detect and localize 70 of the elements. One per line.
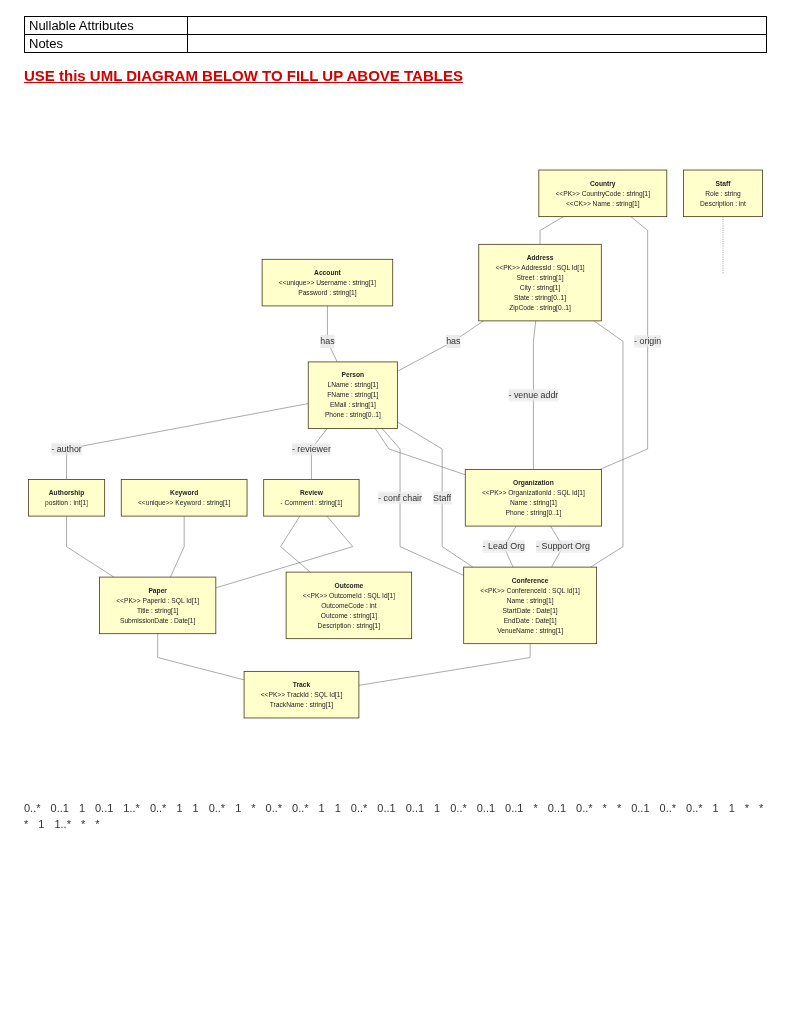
connector — [311, 428, 328, 480]
connector — [66, 403, 309, 480]
multiplicity-label: 1 — [334, 802, 341, 814]
multiplicity-label: 0..* — [265, 802, 283, 814]
connector — [397, 421, 474, 568]
edge-label: Staff — [433, 492, 452, 503]
edge-label: - Lead Org — [482, 541, 526, 552]
multiplicity-label: 1 — [38, 818, 45, 830]
edge-label: - Support Org — [536, 541, 590, 552]
multiplicity-label: 0..* — [208, 802, 226, 814]
multiplicity-label: 1 — [712, 802, 719, 814]
multiplicity-label: 1 — [318, 802, 325, 814]
edge-label: - venue addr — [508, 390, 559, 400]
connector — [170, 515, 185, 578]
edge-label: has — [320, 336, 335, 346]
edge-label: - origin — [634, 336, 662, 346]
connector — [539, 216, 564, 245]
multiplicity-label: 1..* — [123, 802, 140, 814]
multiplicity-label: 0..1 — [377, 802, 396, 814]
multiplicity-label: * — [24, 818, 29, 830]
multiplicity-label: 1 — [235, 802, 242, 814]
multiplicity-label: 1..* — [54, 818, 71, 830]
connector — [533, 320, 536, 470]
multiplicity-label: * — [744, 802, 750, 814]
connector — [397, 320, 484, 372]
multiplicity-label: 1 — [192, 802, 199, 814]
multiplicity-label: 0..* — [149, 802, 167, 814]
multiplicity-label: 0..1 — [405, 802, 425, 814]
connector — [590, 320, 624, 568]
multiplicity-label: 0..* — [576, 802, 593, 814]
edge-label: - reviewer — [291, 444, 331, 454]
multiplicity-label: 0..* — [450, 802, 467, 814]
multiplicity-label: * — [80, 818, 86, 830]
connector — [157, 633, 245, 681]
edge-label: - conf chair — [378, 492, 423, 503]
multiplicity-label: 1 — [434, 802, 441, 814]
connector — [381, 428, 464, 576]
connector — [66, 515, 115, 578]
connector — [374, 428, 466, 476]
multiplicity-label: 0..1 — [631, 802, 650, 814]
table-cell: Notes — [24, 34, 188, 53]
multiplicity-label: * — [95, 818, 100, 830]
connector — [280, 515, 311, 573]
multiplicity-label: * — [251, 802, 256, 814]
multiplicity-label: * — [533, 802, 538, 814]
multiplicity-label: 0..* — [686, 802, 703, 814]
connector — [722, 216, 724, 275]
multiplicity-label: 1 — [728, 802, 735, 814]
multiplicity-label: 0..1 — [505, 802, 524, 814]
multiplicity-label: * — [759, 802, 764, 814]
table-cell: Nullable Attributes — [24, 16, 188, 35]
edge-label: has — [446, 336, 461, 346]
multiplicity-label: 0..* — [24, 802, 41, 814]
multiplicity-label: * — [602, 802, 607, 814]
multiplicity-label: 0..1 — [547, 802, 567, 814]
heading: USE this UML DIAGRAM BELOW TO FILL UP ABOVE TABLES — [24, 67, 464, 84]
connector — [599, 216, 648, 470]
edge-label: - author — [51, 444, 82, 454]
connector — [327, 305, 338, 363]
multiplicity-label: 0..* — [659, 802, 677, 814]
connector — [215, 515, 354, 589]
multiplicity-label: 0..1 — [476, 802, 496, 814]
multiplicity-label: 0..1 — [50, 802, 69, 814]
multiplicity-label: 0..1 — [95, 802, 114, 814]
connector — [358, 643, 531, 686]
multiplicity-label: * — [616, 802, 622, 814]
multiplicity-label: 0..* — [292, 802, 309, 814]
multiplicity-label: 1 — [176, 802, 183, 814]
multiplicity-label: 1 — [78, 802, 85, 814]
multiplicity-label: 0..* — [350, 802, 368, 814]
